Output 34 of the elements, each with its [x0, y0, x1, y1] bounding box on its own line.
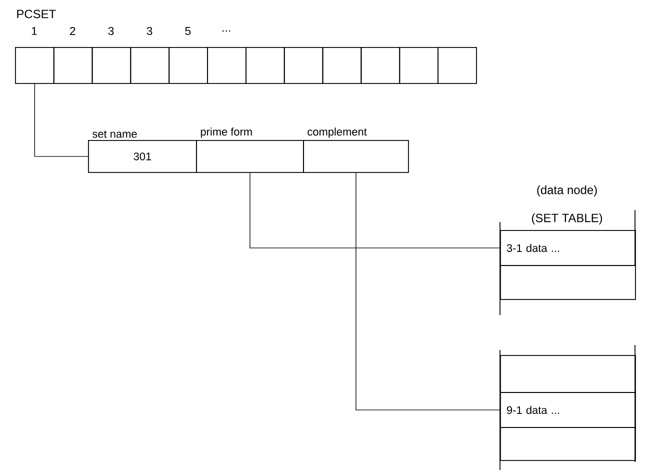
node-label: complement: [308, 128, 367, 138]
table-row: [500, 355, 636, 393]
node-label: set name: [92, 130, 137, 138]
annotation: (data node): [537, 185, 597, 197]
index-number: 3: [108, 26, 114, 36]
table-row: [500, 265, 636, 300]
array-cell: [322, 47, 362, 84]
array-cell: [168, 47, 208, 84]
array-cell: [92, 47, 132, 84]
array-cell: [246, 47, 285, 84]
table-row: 3-1 data ...: [500, 230, 636, 266]
ellipsis: ...: [222, 30, 230, 32]
array-cell: [284, 47, 324, 84]
heading: PCSET: [17, 10, 56, 18]
table-row: [500, 427, 636, 461]
record-field: complement: [303, 128, 409, 173]
table-row: 9-1 data ...: [500, 392, 636, 428]
index-number: 3: [146, 26, 152, 36]
array-cell: [399, 47, 438, 84]
record-field: prime form: [196, 128, 304, 173]
index-number: 2: [70, 27, 76, 35]
record-field: 301 set name: [88, 130, 197, 173]
array-cell: [207, 47, 246, 84]
index-number: 5: [185, 27, 191, 35]
array-cell: [53, 47, 93, 84]
array-cell: [15, 47, 54, 84]
connector-line: [250, 172, 500, 248]
index-number: 1: [32, 27, 37, 35]
array-cell: [130, 47, 170, 84]
node-label: prime form: [200, 128, 252, 138]
array-cell: [438, 47, 477, 84]
array-cell: [360, 47, 400, 84]
connector-line: [356, 172, 500, 410]
connector-line: [34, 84, 88, 157]
